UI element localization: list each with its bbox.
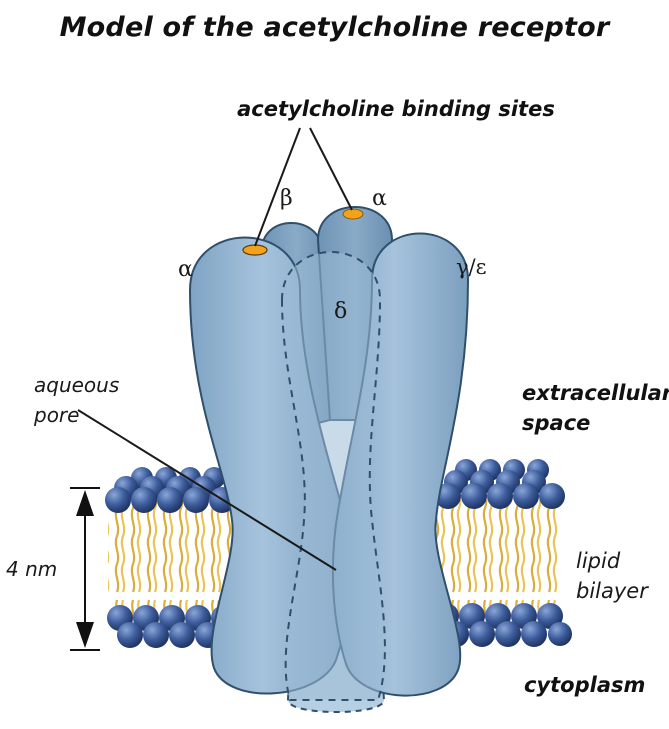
cytoplasm-label: cytoplasm	[524, 673, 645, 697]
binding-site-right	[343, 209, 363, 219]
gamma-epsilon-label: γ/ε	[456, 255, 487, 279]
lipid-bilayer-label-line1: lipid	[576, 549, 621, 573]
extracellular-label-line2: space	[522, 411, 590, 435]
aqueous-pore-label-line2: pore	[33, 403, 79, 427]
receptor-subunits	[190, 207, 468, 712]
lipid-bilayer-label-line2: bilayer	[576, 579, 649, 603]
extracellular-label-line1: extracellular	[522, 381, 669, 405]
thickness-label: 4 nm	[6, 557, 57, 581]
aqueous-pore-label-line1: aqueous	[34, 373, 119, 397]
binding-site-left	[243, 245, 267, 255]
alpha-left-label: α	[178, 257, 193, 282]
delta-label: δ	[334, 299, 347, 324]
thickness-arrow	[70, 488, 100, 650]
alpha-right-label: α	[372, 186, 387, 211]
binding-sites-label: acetylcholine binding sites	[237, 97, 555, 121]
beta-label: β	[280, 186, 293, 211]
